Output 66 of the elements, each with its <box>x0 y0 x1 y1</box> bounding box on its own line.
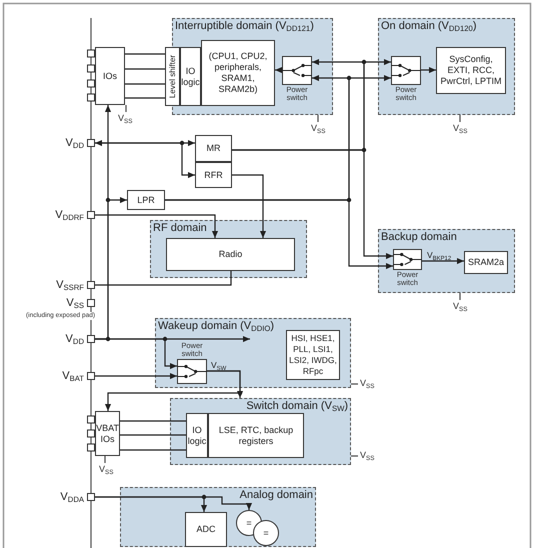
block-box: Radio <box>166 238 295 271</box>
domain-title: On domain (V$_{DD120}$) <box>381 20 476 33</box>
connector-line <box>120 420 186 422</box>
block-box: SRAM2a <box>464 251 508 274</box>
voltage-label: V$_{SS}$ <box>360 450 374 461</box>
block-box: ADC <box>185 512 227 547</box>
voltage-label: V$_{SS}$ <box>118 113 132 124</box>
pin-label: V$_{SSRF}$ <box>56 278 84 293</box>
pin-label: V$_{DDA}$ <box>60 490 84 505</box>
domain-panel <box>378 18 515 115</box>
arrow <box>95 214 218 238</box>
voltage-label: V$_{SS}$ <box>311 123 326 134</box>
domain-panel <box>150 220 307 278</box>
domain-panel <box>120 487 316 547</box>
block-box: LPR <box>127 190 165 210</box>
block-box: MR <box>195 135 232 162</box>
connector-line <box>125 53 165 55</box>
voltage-label: V$_{SS}$ <box>99 464 114 475</box>
pin-label: V$_{SS}$ <box>66 296 84 311</box>
voltage-label: V$_{SS}$ <box>453 123 468 134</box>
connector-line <box>125 97 165 99</box>
block-box: HSI, HSE1, PLL, LSI1, LSI2, IWDG, RFpc <box>286 330 340 380</box>
connector-line <box>125 68 165 70</box>
edge-label: V$_{SW}$ <box>210 360 228 370</box>
domain-panel <box>155 318 351 388</box>
block-box: (CPU1, CPU2, peripherals, SRAM1, SRAM2b) <box>201 40 275 106</box>
arrow <box>95 338 177 370</box>
connector-line <box>125 83 165 85</box>
arrow <box>95 140 195 146</box>
arrow <box>421 66 436 74</box>
domain-title: Analog domain <box>240 489 313 502</box>
block-box: IO logic <box>186 413 208 458</box>
arrow <box>95 496 252 510</box>
edge-label: V$_{BKP12}$ <box>426 250 452 260</box>
domain-title: RF domain <box>153 222 207 235</box>
arrow <box>165 199 393 270</box>
voltage-label: V$_{SS}$ <box>453 301 468 312</box>
block-box: VBAT IOs <box>95 411 120 456</box>
pin-label: V$_{DDRF}$ <box>55 208 84 223</box>
arrow <box>232 149 393 260</box>
voltage-label: V$_{SS}$ <box>360 378 374 389</box>
arrow <box>95 142 195 178</box>
arrow <box>104 370 241 411</box>
arrow <box>422 258 464 264</box>
block-box: SysConfig, EXTI, RCC, PwrCtrl, LPTIM <box>436 47 506 94</box>
domain-title: Switch domain (V$_{SW}$) <box>246 400 348 413</box>
arrow <box>275 66 282 74</box>
domain-panel <box>170 398 351 465</box>
domain-title: Backup domain <box>381 231 457 244</box>
block-box: LSE, RTC, backup registers <box>208 413 304 458</box>
pin-label: V$_{BAT}$ <box>62 369 84 384</box>
domain-title: Wakeup domain (V$_{DDIO}$) <box>158 320 274 333</box>
block-box: IO logic <box>180 47 201 106</box>
arrow <box>232 174 266 238</box>
connector-line <box>120 434 186 436</box>
connector-line <box>120 449 186 451</box>
arrow <box>95 372 177 380</box>
connector-line <box>95 271 232 286</box>
domain-panel <box>378 229 515 293</box>
pin-label: V$_{DD}$ <box>66 136 84 151</box>
domain-title: Interruptible domain (V$_{DD121}$) <box>175 20 314 33</box>
pin-label: V$_{DD}$ <box>66 332 84 347</box>
circle-symbol: = <box>253 520 279 546</box>
level-shifter-box: Level shifter <box>165 47 180 106</box>
block-box: IOs <box>95 47 125 105</box>
block-box: RFR <box>195 162 232 188</box>
